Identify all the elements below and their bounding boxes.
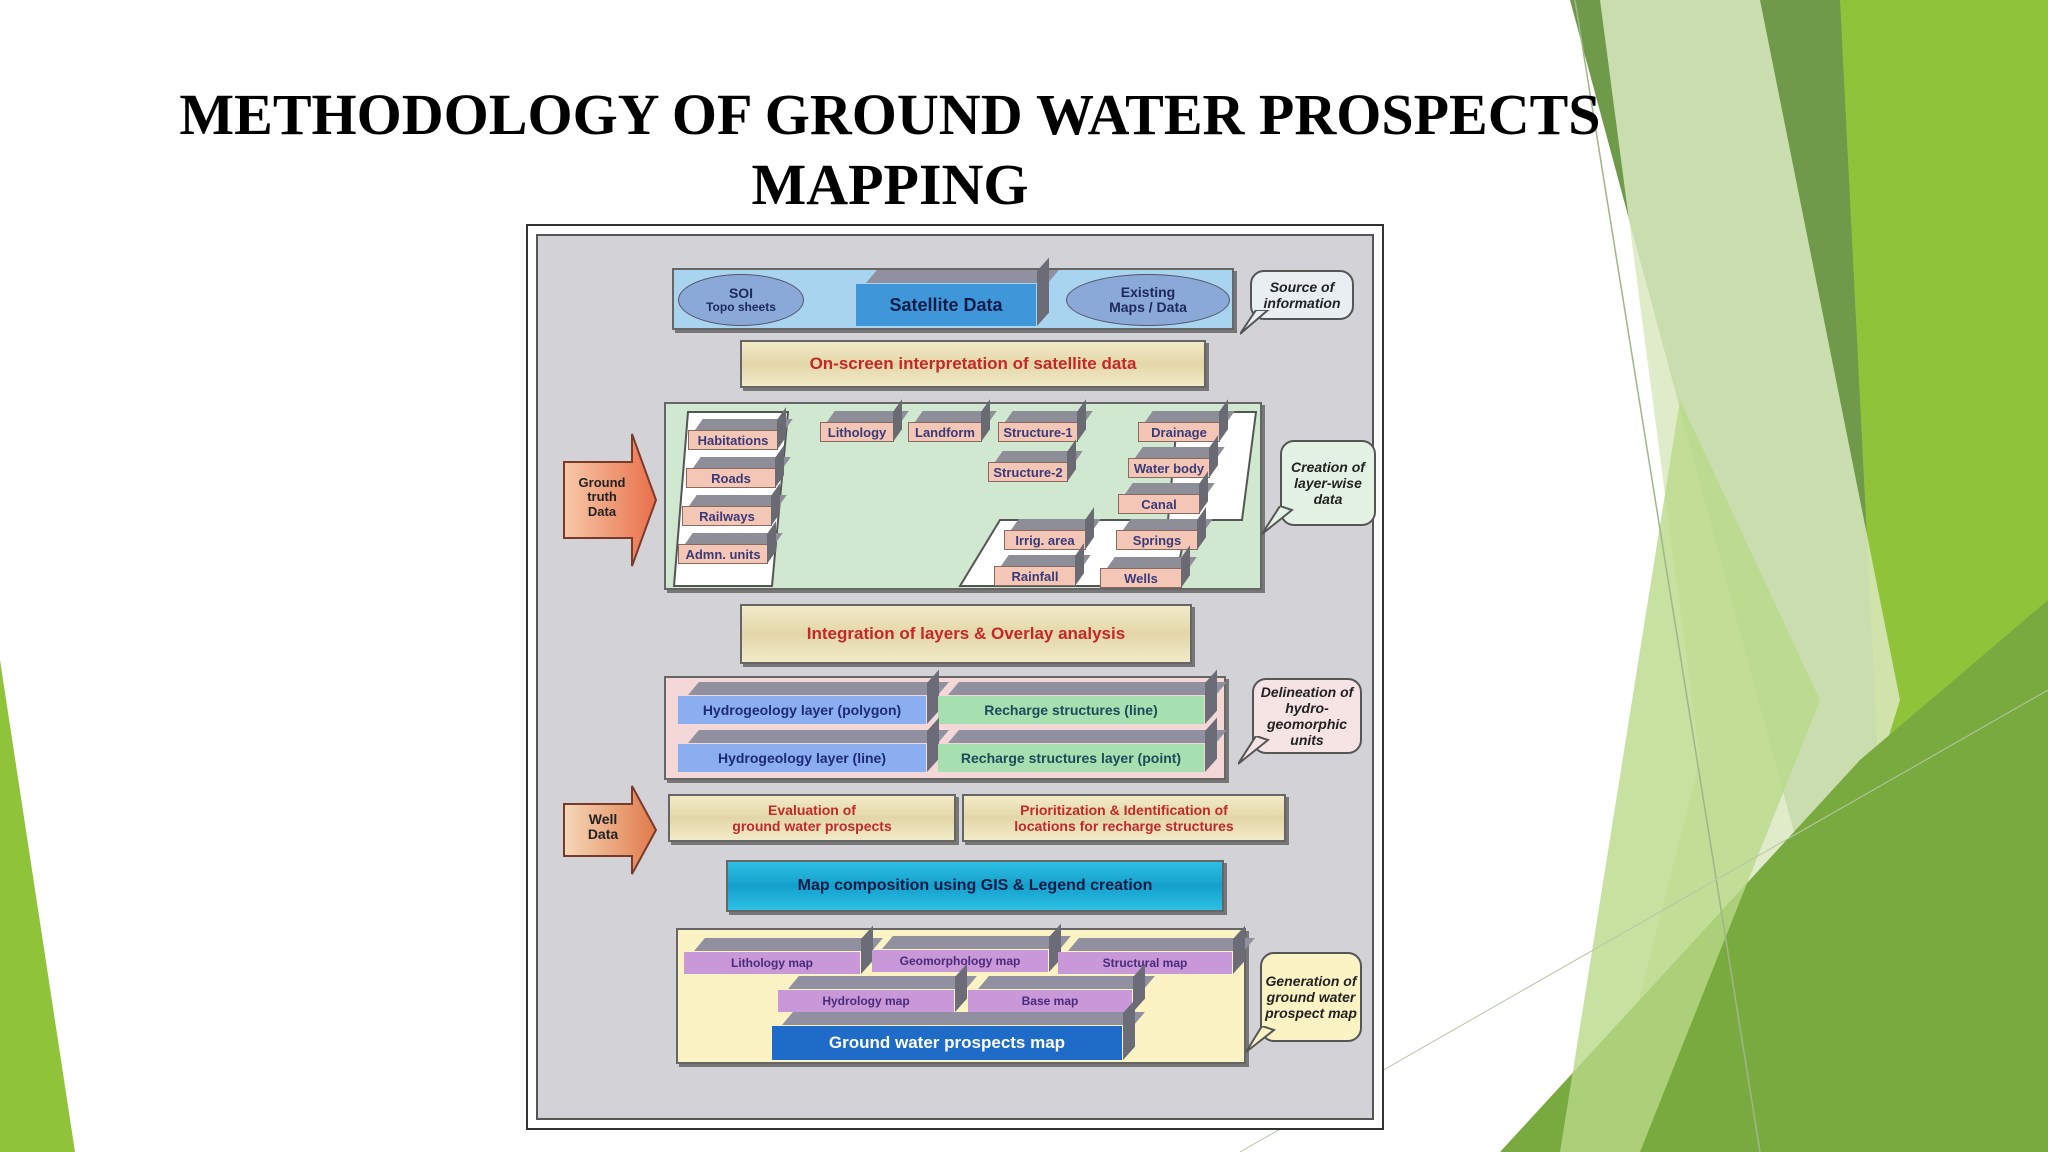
prioritization-box: Prioritization & Identification of locat…: [962, 794, 1286, 842]
existing-maps-data: Existing Maps / Data: [1066, 274, 1230, 326]
layer-railways: Railways: [682, 506, 772, 526]
hydro-line-label: Hydrogeology layer (line): [717, 750, 887, 766]
lithology-map-label: Lithology map: [731, 956, 813, 970]
callout-pointer: [1246, 1026, 1276, 1053]
geomorphology-map-layer: Geomorphology map: [872, 950, 1048, 972]
structural-map-label: Structural map: [1102, 956, 1188, 970]
well-data-arrow: [563, 785, 658, 875]
callout-pointer: [1262, 506, 1294, 535]
habitations-label: Habitations: [697, 432, 769, 448]
flowchart-panel: SOI Topo sheets Satellite Data Existing …: [536, 234, 1376, 1120]
layer-springs: Springs: [1116, 530, 1198, 550]
geomorphology-map-label: Geomorphology map: [899, 954, 1021, 968]
layer-landform: Landform: [908, 422, 982, 442]
hydrology-map-label: Hydrology map: [822, 994, 910, 1008]
slide-title-line1: METHODOLOGY OF GROUND WATER PROSPECTS: [179, 82, 1601, 147]
layer-structure-2: Structure-2: [988, 462, 1068, 482]
admn-units-label: Admn. units: [685, 546, 761, 562]
layer-lithology: Lithology: [820, 422, 894, 442]
generation-of-map-callout: Generation of ground water prospect map: [1260, 952, 1362, 1042]
methodology-flowchart: SOI Topo sheets Satellite Data Existing …: [526, 224, 1384, 1130]
rainfall-label: Rainfall: [1011, 568, 1059, 584]
railways-label: Railways: [699, 508, 755, 524]
layer-structure-1: Structure-1: [998, 422, 1078, 442]
layer-irrig-area: Irrig. area: [1004, 530, 1086, 550]
hydro-geomorphic-callout: Delineation of hydro-geomorphic units: [1252, 678, 1362, 754]
well-data-label: Well Data: [587, 811, 619, 843]
recharge-line-label: Recharge structures (line): [984, 702, 1158, 718]
canal-label: Canal: [1141, 496, 1177, 512]
prioritization-line2: locations for recharge structures: [1014, 818, 1234, 834]
onscreen-interpretation-label: On-screen interpretation of satellite da…: [809, 354, 1137, 373]
soi-label: SOI: [728, 284, 754, 301]
layer-drainage: Drainage: [1138, 422, 1220, 442]
slide-title-line2: MAPPING: [751, 152, 1029, 217]
layer-callout-text: Creation of layer-wise data: [1291, 458, 1365, 508]
left-green-band: [0, 660, 75, 1152]
topo-sheets-label: Topo sheets: [706, 300, 776, 315]
evaluation-line2: ground water prospects: [732, 818, 892, 834]
layer-water-body: Water body: [1128, 458, 1210, 478]
structural-map-layer: Structural map: [1058, 952, 1232, 974]
recharge-structures-line-layer: Recharge structures (line): [938, 696, 1204, 724]
lithology-map-layer: Lithology map: [684, 952, 860, 974]
layer-wise-data-callout: Creation of layer-wise data: [1280, 440, 1376, 526]
base-map-label: Base map: [1021, 994, 1079, 1008]
map-composition-label: Map composition using GIS & Legend creat…: [797, 877, 1153, 894]
layer-rainfall: Rainfall: [994, 566, 1076, 586]
irrig-area-label: Irrig. area: [1015, 532, 1075, 548]
layer-wells: Wells: [1100, 568, 1182, 588]
callout-pointer: [1240, 310, 1270, 335]
maps-data-label: Maps / Data: [1109, 299, 1187, 315]
hydro-polygon-label: Hydrogeology layer (polygon): [702, 702, 902, 718]
integration-overlay-box: Integration of layers & Overlay analysis: [740, 604, 1192, 664]
background-thin-line: [1574, 0, 1761, 1152]
hydrogeology-line-layer: Hydrogeology layer (line): [678, 744, 926, 772]
layer-habitations: Habitations: [688, 430, 778, 450]
evaluation-box: Evaluation of ground water prospects: [668, 794, 956, 842]
recharge-structures-point-layer: Recharge structures layer (point): [938, 744, 1204, 772]
recharge-point-label: Recharge structures layer (point): [960, 750, 1182, 766]
final-map-label: Ground water prospects map: [828, 1033, 1066, 1052]
structure-1-label: Structure-1: [1003, 424, 1073, 440]
structure-2-label: Structure-2: [993, 464, 1063, 480]
layer-admn-units: Admn. units: [678, 544, 768, 564]
layer-roads: Roads: [686, 468, 776, 488]
source-callout-text: Source of information: [1263, 278, 1341, 311]
right-green-band-light: [1560, 400, 1820, 1152]
lithology-label: Lithology: [827, 424, 887, 440]
ground-truth-arrow: [563, 433, 658, 567]
hydrology-map-layer: Hydrology map: [778, 990, 954, 1012]
water-body-label: Water body: [1133, 460, 1205, 476]
springs-label: Springs: [1132, 532, 1182, 548]
base-map-layer: Base map: [968, 990, 1132, 1012]
onscreen-interpretation-box: On-screen interpretation of satellite da…: [740, 340, 1206, 388]
soi-topo-sheets: SOI Topo sheets: [678, 274, 804, 326]
landform-label: Landform: [915, 424, 975, 440]
roads-label: Roads: [711, 470, 751, 486]
ground-truth-label: Ground truth Data: [578, 475, 626, 519]
satellite-data-box: Satellite Data: [856, 284, 1036, 326]
wells-label: Wells: [1124, 570, 1158, 586]
prioritization-line1: Prioritization & Identification of: [1020, 801, 1228, 818]
integration-overlay-label: Integration of layers & Overlay analysis: [806, 624, 1126, 643]
hydro-callout-text: Delineation of hydro-geomorphic units: [1260, 683, 1354, 749]
maps-callout-text: Generation of ground water prospect map: [1265, 972, 1357, 1022]
hydrogeology-polygon-layer: Hydrogeology layer (polygon): [678, 696, 926, 724]
ground-water-prospects-map-layer: Ground water prospects map: [772, 1026, 1122, 1060]
satellite-data-label: Satellite Data: [889, 294, 1003, 315]
existing-label: Existing: [1120, 283, 1176, 300]
evaluation-line1: Evaluation of: [768, 801, 856, 818]
callout-pointer: [1238, 736, 1270, 765]
drainage-label: Drainage: [1151, 424, 1207, 440]
layer-canal: Canal: [1118, 494, 1200, 514]
map-composition-box: Map composition using GIS & Legend creat…: [726, 860, 1224, 912]
